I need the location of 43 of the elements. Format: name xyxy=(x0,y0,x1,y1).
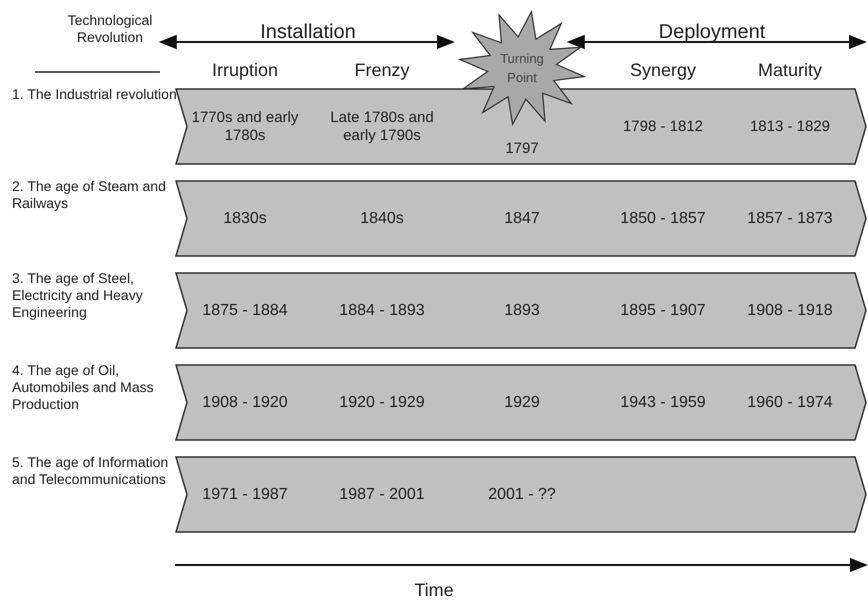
period-text: 1908 - 1920 xyxy=(201,394,289,412)
stage-heading: Frenzy xyxy=(354,60,410,81)
column-heading: Technological Revolution xyxy=(66,12,154,46)
phase-heading: Deployment xyxy=(658,21,766,44)
stage-heading: Irruption xyxy=(212,60,278,81)
period-text: 1943 - 1959 xyxy=(619,394,707,412)
period-text: 1920 - 1929 xyxy=(338,394,426,412)
period-text: 1770s and early 1780s xyxy=(190,108,300,144)
row-label: 1. The Industrial revolution xyxy=(12,86,178,103)
period-text: Late 1780s and early 1790s xyxy=(329,108,435,144)
period-text: 1857 - 1873 xyxy=(746,210,834,228)
period-text: 1884 - 1893 xyxy=(338,302,426,320)
stage-heading: Synergy xyxy=(630,60,696,81)
row-label: 4. The age of Oil, Automobiles and Mass Production xyxy=(12,362,155,413)
row-label: 5. The age of Information and Telecommunications xyxy=(12,454,170,488)
period-text: 1971 - 1987 xyxy=(201,486,289,504)
row-label: 2. The age of Steam and Railways xyxy=(12,178,167,212)
period-text: 1893 xyxy=(503,302,541,320)
period-text: 2001 - ?? xyxy=(487,486,557,504)
period-text: 1798 - 1812 xyxy=(622,118,704,136)
starburst-shape xyxy=(457,9,587,127)
period-text: 1895 - 1907 xyxy=(619,302,707,320)
period-text: 1797 xyxy=(504,140,540,158)
period-text: 1850 - 1857 xyxy=(619,210,707,228)
period-text: 1929 xyxy=(503,394,541,412)
chevron-band xyxy=(175,180,867,257)
period-text: 1960 - 1974 xyxy=(746,394,834,412)
period-text: 1830s xyxy=(222,210,268,228)
row-label: 3. The age of Steel, Electricity and Heavy Engineering xyxy=(12,270,144,321)
period-text: 1847 xyxy=(503,210,541,228)
turning-point-label: Turning Point xyxy=(499,50,545,87)
period-text: 1987 - 2001 xyxy=(338,486,426,504)
phase-heading: Installation xyxy=(260,21,356,44)
period-text: 1908 - 1918 xyxy=(746,302,834,320)
chevron-band xyxy=(175,272,867,349)
axis-label: Time xyxy=(414,580,454,601)
chevron-band xyxy=(175,88,867,165)
chevron-band xyxy=(175,456,867,533)
period-text: 1840s xyxy=(359,210,405,228)
stage-heading: Maturity xyxy=(758,60,822,81)
chevron-band xyxy=(175,364,867,441)
period-text: 1813 - 1829 xyxy=(748,118,832,136)
period-text: 1875 - 1884 xyxy=(201,302,289,320)
